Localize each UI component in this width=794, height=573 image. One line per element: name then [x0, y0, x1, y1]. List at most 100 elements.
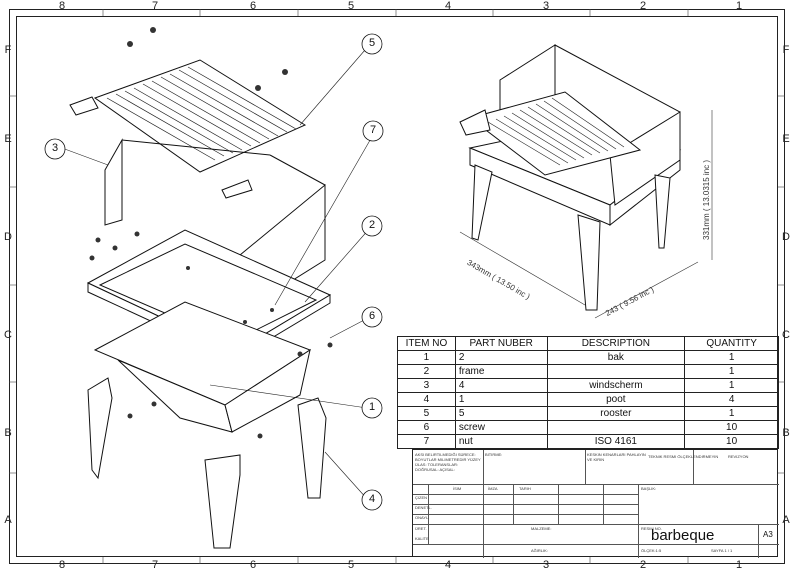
bom-cell: 1: [684, 364, 779, 379]
balloon-label: 4: [368, 493, 376, 505]
bom-cell: 7: [397, 434, 456, 449]
bom-cell: 1: [684, 406, 779, 421]
zone-row-label: C: [782, 329, 790, 341]
title-block-sayfa: SAYFA 1 / 1: [711, 548, 733, 553]
zone-row-label: E: [4, 133, 12, 145]
balloon-label: 6: [368, 310, 376, 322]
title-block-kesici: KESKIN KENARLARI PAHLAYIN VE KIRIN: [587, 452, 646, 462]
balloon-label: 3: [51, 142, 59, 154]
bom-header-quantity: QUANTITY: [684, 336, 779, 351]
zone-col-label: 3: [542, 0, 550, 12]
title-block-col-label: TARIH: [519, 486, 531, 491]
exploded-view: [69, 27, 333, 549]
zone-col-label: 5: [347, 0, 355, 12]
zone-col-label: 4: [444, 0, 452, 12]
inner-border: [16, 16, 778, 557]
bom-cell: screw: [454, 420, 548, 435]
title-block-revizyon: REVIZYON: [728, 454, 749, 459]
bom-row: 4 1 poot 4: [397, 392, 779, 407]
bom-cell: 5: [397, 406, 456, 421]
bom-header-description: DESCRIPTION: [546, 336, 686, 351]
bom-cell: 4: [397, 392, 456, 407]
dimension-lines: [459, 110, 713, 319]
bom-row: 1 2 bak 1: [397, 350, 779, 365]
title-block-row-label: KALITE: [415, 536, 429, 541]
zone-row-label: F: [782, 44, 790, 56]
bom-row: 6 screw 10: [397, 420, 779, 435]
title-block-row-label: ÜRET.: [415, 526, 427, 531]
bom-header-part-number: PART NUBER: [454, 336, 548, 351]
drawing-title: barbeque: [651, 527, 715, 544]
bom-cell: 2: [397, 364, 456, 379]
bill-of-materials: ITEM NO PART NUBER DESCRIPTION QUANTITY …: [397, 336, 779, 449]
bom-cell: 4: [454, 378, 548, 393]
bom-row: 3 4 windscherm 1: [397, 378, 779, 393]
bom-cell: poot: [546, 392, 686, 407]
leader-lines: [61, 49, 374, 501]
bom-cell: frame: [454, 364, 548, 379]
bom-header-row: ITEM NO PART NUBER DESCRIPTION QUANTITY: [397, 336, 779, 351]
zone-col-label: 8: [58, 559, 66, 571]
title-block-agirlik: AĞIRLIK:: [531, 548, 548, 553]
bom-cell: 1: [684, 350, 779, 365]
title-block-resim-no: RESIM NO.: [641, 526, 662, 531]
legs-part: [87, 377, 327, 549]
title-block-malzeme: MALZEME:: [531, 526, 552, 531]
title-block: AKSI BELIRTILMEDIĞI SÜRECE: BOYUTLAR MIL…: [412, 449, 779, 558]
title-block-col-label: İSIM: [453, 486, 462, 491]
zone-col-label: 8: [58, 0, 66, 12]
zone-col-label: 1: [735, 0, 743, 12]
zone-col-label: 7: [151, 0, 159, 12]
bom-cell: 1: [684, 378, 779, 393]
zone-col-label: 2: [639, 0, 647, 12]
bom-cell: 5: [454, 406, 548, 421]
bom-row: 5 5 rooster 1: [397, 406, 779, 421]
bom-cell: ISO 4161: [546, 434, 686, 449]
zone-row-label: D: [782, 231, 790, 243]
bom-cell: 4: [684, 392, 779, 407]
zone-row-label: D: [4, 231, 12, 243]
zone-col-label: 1: [735, 559, 743, 571]
zone-col-label: 7: [151, 559, 159, 571]
bom-cell: [546, 364, 686, 379]
bom-cell: [546, 420, 686, 435]
title-block-row-label: ÇIZEN: [415, 495, 427, 500]
zone-row-label: A: [782, 514, 790, 526]
bom-cell: 3: [397, 378, 456, 393]
zone-col-label: 2: [639, 559, 647, 571]
balloon-label: 5: [368, 37, 376, 49]
bom-cell: 6: [397, 420, 456, 435]
zone-col-label: 3: [542, 559, 550, 571]
balloon-label: 2: [368, 219, 376, 231]
title-block-col-label: İMZA: [488, 486, 498, 491]
bom-cell: 10: [684, 434, 779, 449]
bom-cell: 2: [454, 350, 548, 365]
bom-header-item-no: ITEM NO: [397, 336, 456, 351]
balloon-label: 7: [369, 124, 377, 136]
title-block-row-label: DENETL.: [415, 505, 432, 510]
balloon-label: 1: [368, 401, 376, 413]
bom-row: 2 frame 1: [397, 364, 779, 379]
zone-row-label: C: [4, 329, 12, 341]
bak-part: [93, 301, 312, 433]
outer-border: [9, 9, 785, 564]
bom-cell: windscherm: [546, 378, 686, 393]
bom-cell: bak: [546, 350, 686, 365]
bom-cell: rooster: [546, 406, 686, 421]
bom-cell: 1: [397, 350, 456, 365]
zone-col-label: 4: [444, 559, 452, 571]
zone-row-label: F: [4, 44, 12, 56]
title-block-baslik: BAŞLIK:: [641, 486, 657, 491]
zone-row-label: B: [782, 427, 790, 439]
title-block-olcek: ÖLÇEK:1:5: [641, 548, 662, 553]
title-block-bitirme: BITIRME:: [485, 452, 503, 457]
balloon-circles: [44, 33, 384, 511]
assembled-view: [459, 44, 682, 311]
bom-cell: nut: [454, 434, 548, 449]
bom-cell: 1: [454, 392, 548, 407]
zone-row-label: E: [782, 133, 790, 145]
bom-row: 7 nut ISO 4161 10: [397, 434, 779, 449]
zone-col-label: 6: [249, 0, 257, 12]
